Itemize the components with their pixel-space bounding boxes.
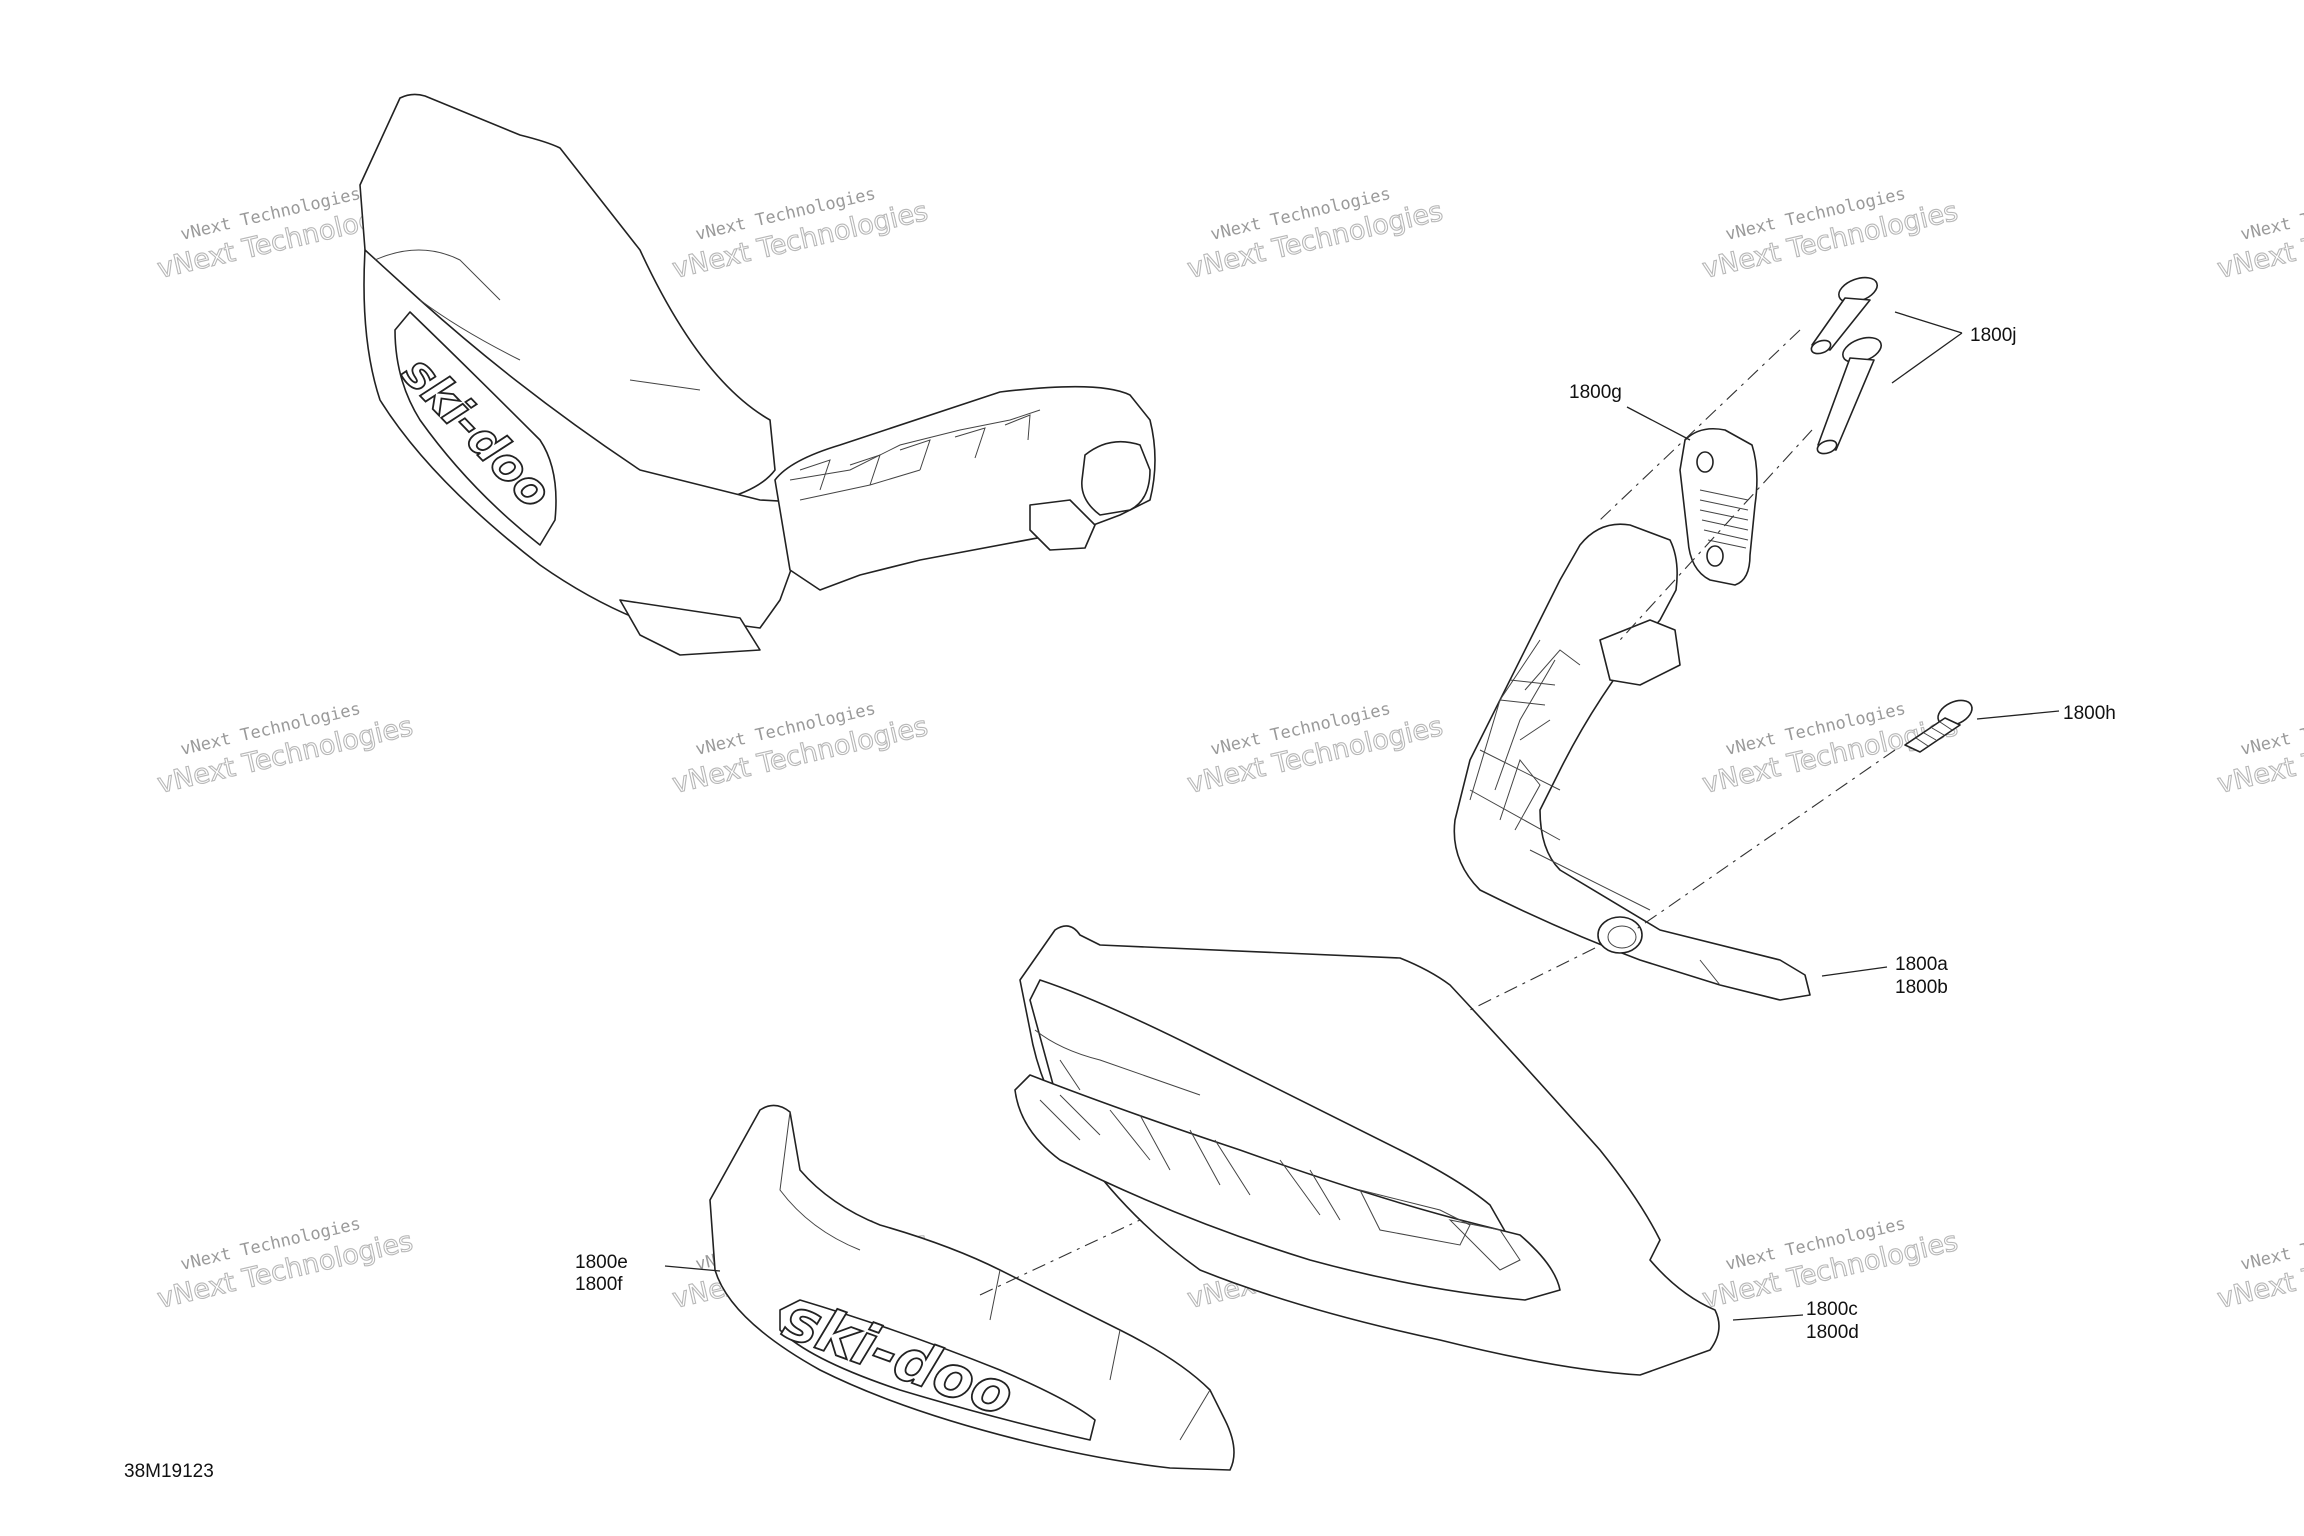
bracket-tab xyxy=(1599,619,1681,686)
handguard-logo-panel xyxy=(394,311,557,546)
callout-1800f: 1800f xyxy=(575,1274,623,1295)
handguard-shell-lower xyxy=(363,249,851,629)
leader-1800h xyxy=(1976,710,2060,720)
callout-1800d: 1800d xyxy=(1806,1322,1859,1343)
handguard-bottom-lip xyxy=(619,599,761,656)
assembly-line-lower-screw xyxy=(1619,429,1813,641)
figure-code: 38M19123 xyxy=(124,1461,214,1482)
callout-1800e: 1800e xyxy=(575,1252,628,1273)
cover-outline xyxy=(709,1104,1235,1471)
leader-1800c xyxy=(1732,1314,1804,1321)
assembly-line-upper-screw xyxy=(1599,329,1801,521)
leader-1800a xyxy=(1821,966,1888,977)
screw-1800j-upper xyxy=(1810,276,1878,355)
handguard-clamp-tab xyxy=(1029,499,1096,551)
handguard-shell xyxy=(1014,925,1720,1376)
cover-logo-panel xyxy=(779,1299,1096,1441)
callout-1800g: 1800g xyxy=(1569,382,1622,403)
assembly-line-bracket-shell xyxy=(1469,947,1596,1011)
leader-1800e xyxy=(664,1265,721,1272)
clamp-part xyxy=(1679,427,1758,586)
handguard-cover: ski-doo xyxy=(709,1104,1235,1471)
clamp-hole-bottom xyxy=(1706,545,1724,567)
callout-1800h: 1800h xyxy=(2063,703,2116,724)
shell-vent-panel xyxy=(1014,1074,1561,1301)
handguard-mount-arm xyxy=(774,385,1156,591)
clamp-hole-top xyxy=(1696,451,1714,473)
callout-1800j: 1800j xyxy=(1970,325,2017,346)
bracket-body xyxy=(1453,523,1811,1001)
callout-1800b: 1800b xyxy=(1895,977,1948,998)
callout-1800a: 1800a xyxy=(1895,954,1948,975)
leader-1800g xyxy=(1626,406,1691,441)
handguard-assembled-view: ski-doo xyxy=(359,93,1156,656)
screw-1800j-lower xyxy=(1816,336,1882,455)
mounting-bracket xyxy=(1453,523,1811,1001)
assembly-line-side-screw xyxy=(1634,749,1896,931)
assembly-line-cover-shell xyxy=(979,1219,1141,1296)
leader-1800j xyxy=(1891,311,1963,384)
bracket-hole xyxy=(1597,916,1643,954)
handguard-clamp-block xyxy=(1081,440,1151,516)
screw-1800h xyxy=(1904,699,1973,753)
callout-1800c: 1800c xyxy=(1806,1299,1858,1320)
